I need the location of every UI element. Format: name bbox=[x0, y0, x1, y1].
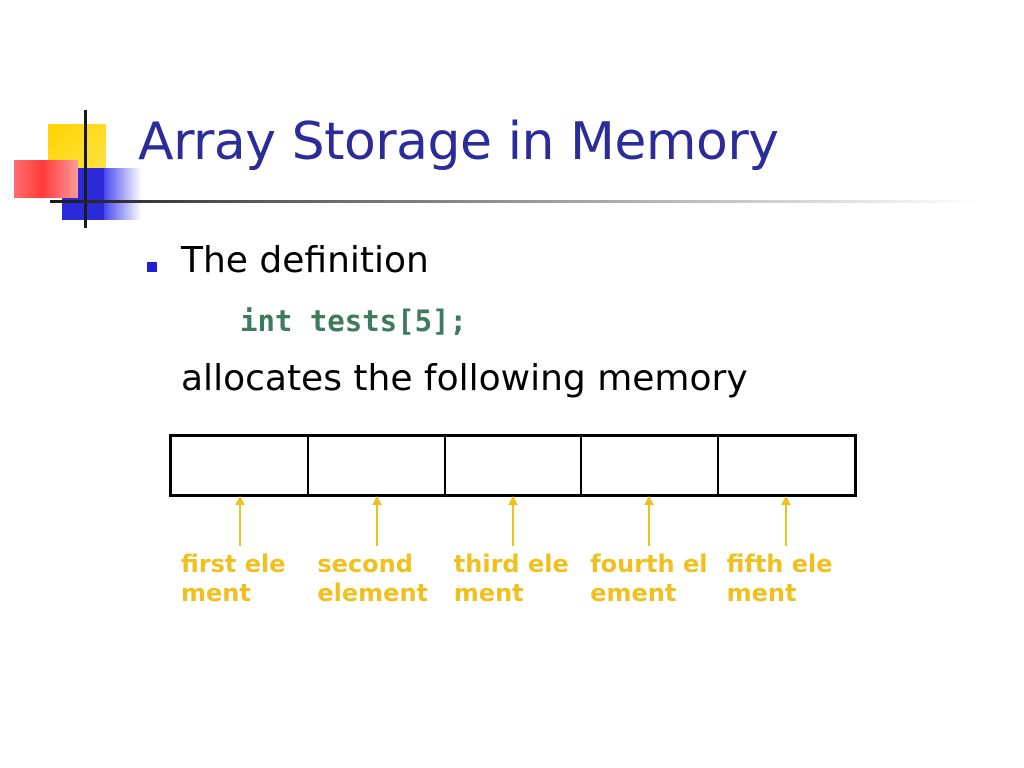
code-snippet: int tests[5]; bbox=[240, 304, 467, 338]
element-label: first element bbox=[181, 550, 286, 607]
element-label: second element bbox=[317, 550, 429, 607]
blue-fade-shape bbox=[104, 168, 142, 220]
corner-logo-graphic bbox=[0, 0, 150, 240]
logo-vertical-line bbox=[84, 110, 87, 228]
memory-cell bbox=[172, 437, 309, 494]
up-arrow-icon bbox=[235, 496, 246, 546]
up-arrow-icon bbox=[371, 496, 382, 546]
up-arrow-icon bbox=[780, 496, 791, 546]
memory-cell bbox=[309, 437, 446, 494]
slide-title: Array Storage in Memory bbox=[138, 112, 779, 172]
red-bar-shape bbox=[14, 160, 78, 198]
bullet-text: The definition bbox=[181, 240, 429, 281]
element-label: third element bbox=[453, 550, 569, 607]
memory-cell bbox=[582, 437, 720, 494]
up-arrow-icon bbox=[644, 496, 655, 546]
continuation-text: allocates the following memory bbox=[181, 358, 748, 399]
memory-cell bbox=[719, 437, 854, 494]
element-label: fifth element bbox=[726, 550, 833, 607]
title-underline bbox=[50, 200, 980, 203]
bullet-square-icon bbox=[147, 262, 157, 272]
memory-array-diagram bbox=[169, 434, 857, 497]
up-arrow-icon bbox=[508, 496, 518, 546]
memory-cell bbox=[446, 437, 583, 494]
element-label: fourth element bbox=[590, 550, 708, 607]
